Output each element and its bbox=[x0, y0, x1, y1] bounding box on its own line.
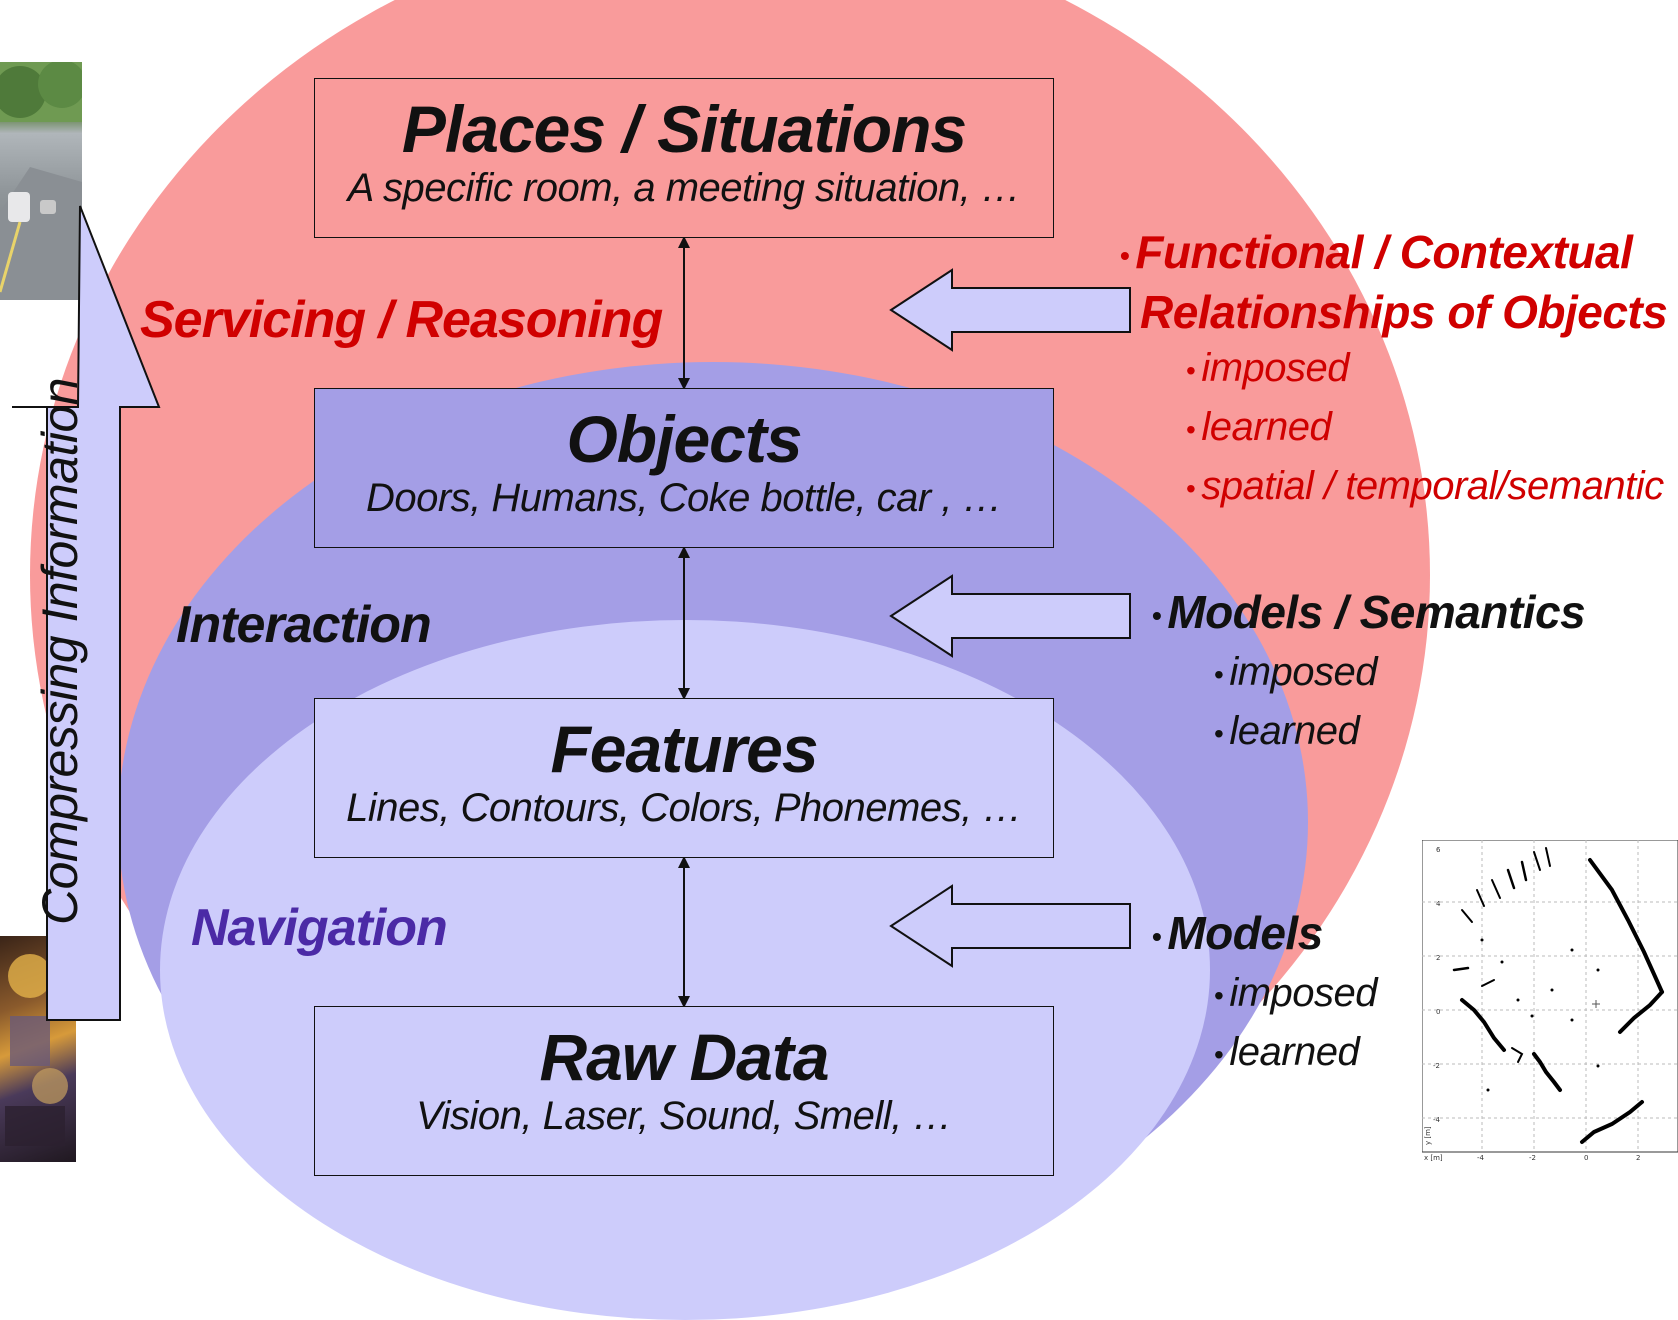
list-item: •learned bbox=[1214, 708, 1360, 753]
bullet-icon: • bbox=[1152, 599, 1162, 631]
map-x-tick: 0 bbox=[1584, 1154, 1588, 1162]
bullet-icon: • bbox=[1186, 354, 1196, 386]
models-semantics-list: •Models / Semantics •imposed •learned bbox=[1152, 584, 1586, 762]
compressing-information-label: Compressing Information bbox=[32, 377, 88, 925]
features-title: Features bbox=[550, 712, 818, 786]
bullet-icon: • bbox=[1214, 658, 1224, 690]
raw-data-title: Raw Data bbox=[539, 1020, 829, 1094]
map-x-axis-label: x [m] bbox=[1424, 1154, 1443, 1162]
bullet-icon: • bbox=[1214, 1038, 1224, 1070]
map-x-tick: -2 bbox=[1529, 1154, 1536, 1162]
raw-data-level-box: Raw Data Vision, Laser, Sound, Smell, … bbox=[314, 1006, 1054, 1176]
functional-relationships-list: •Functional / Contextual Relationships o… bbox=[1120, 224, 1668, 517]
map-y-tick: 6 bbox=[1436, 846, 1441, 854]
list-item: •learned bbox=[1214, 1029, 1360, 1074]
laser-scan-map: 6 4 2 0 -2 -4 -4 -2 0 2 x [m] y [m] bbox=[1422, 840, 1678, 1162]
raw-data-description: Vision, Laser, Sound, Smell, … bbox=[416, 1094, 952, 1138]
features-description: Lines, Contours, Colors, Phonemes, … bbox=[346, 786, 1022, 830]
road-photo bbox=[0, 62, 82, 300]
map-y-tick: 0 bbox=[1436, 1008, 1440, 1016]
arrows-layer bbox=[12, 205, 1131, 1021]
left-arrow-icon bbox=[889, 574, 1131, 658]
list-item: •imposed bbox=[1214, 970, 1378, 1015]
up-arrow-icon bbox=[12, 205, 161, 1021]
bullet-icon: • bbox=[1214, 717, 1224, 749]
interaction-label: Interaction bbox=[176, 596, 432, 654]
bullet-icon: • bbox=[1152, 920, 1162, 952]
bullet-icon: • bbox=[1186, 413, 1196, 445]
servicing-reasoning-label: Servicing / Reasoning bbox=[140, 291, 663, 349]
map-y-tick: -4 bbox=[1433, 1116, 1441, 1124]
list-item: •learned bbox=[1186, 404, 1332, 449]
bullet-icon: • bbox=[1120, 239, 1130, 271]
places-title: Places / Situations bbox=[401, 92, 967, 166]
map-x-tick: 2 bbox=[1636, 1154, 1640, 1162]
list-item: •spatial / temporal/semantic bbox=[1186, 463, 1664, 508]
places-description: A specific room, a meeting situation, … bbox=[347, 166, 1021, 210]
functional-heading: •Functional / Contextual bbox=[1120, 224, 1667, 284]
map-y-tick: 4 bbox=[1436, 900, 1441, 908]
models-list: •Models •imposed •learned bbox=[1152, 905, 1378, 1083]
map-x-tick: -4 bbox=[1477, 1154, 1485, 1162]
models-heading: •Models bbox=[1152, 907, 1323, 959]
map-y-tick: 2 bbox=[1436, 954, 1440, 962]
list-item: •imposed bbox=[1214, 649, 1378, 694]
bullet-icon: • bbox=[1186, 472, 1196, 504]
map-y-axis-label: y [m] bbox=[1424, 1126, 1432, 1145]
places-level-box: Places / Situations A specific room, a m… bbox=[314, 78, 1054, 238]
functional-heading-line2: Relationships of Objects bbox=[1140, 285, 1668, 338]
navigation-label: Navigation bbox=[191, 899, 448, 957]
list-item: •imposed bbox=[1186, 345, 1350, 390]
bullet-icon: • bbox=[1214, 979, 1224, 1011]
left-arrow-icon bbox=[889, 268, 1131, 352]
objects-description: Doors, Humans, Coke bottle, car , … bbox=[365, 476, 1003, 520]
objects-level-box: Objects Doors, Humans, Coke bottle, car … bbox=[314, 388, 1054, 548]
left-arrow-icon bbox=[889, 884, 1131, 968]
map-y-tick: -2 bbox=[1433, 1062, 1440, 1070]
functional-heading-line1: Functional / Contextual bbox=[1135, 226, 1633, 278]
models-semantics-heading: •Models / Semantics bbox=[1152, 586, 1586, 638]
features-level-box: Features Lines, Contours, Colors, Phonem… bbox=[314, 698, 1054, 858]
objects-title: Objects bbox=[566, 402, 802, 476]
